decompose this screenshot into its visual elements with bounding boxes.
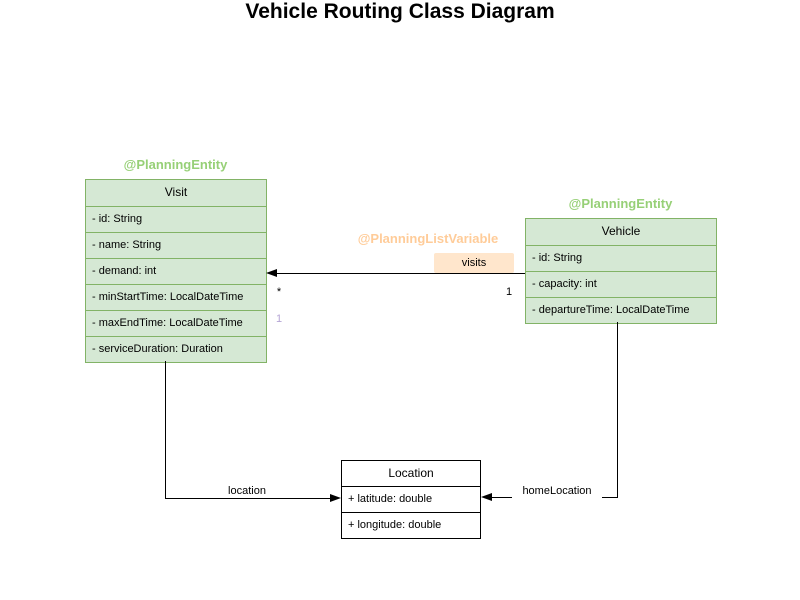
- location-edge-label: location: [207, 484, 287, 498]
- homelocation-edge-arrowhead-icon: [481, 493, 492, 501]
- vehicle-class-box: Vehicle - id: String - capacity: int - d…: [525, 218, 717, 324]
- vehicle-class-name: Vehicle: [601, 224, 641, 238]
- vehicle-attribute: - departureTime: LocalDateTime: [526, 297, 716, 323]
- visit-attribute: - id: String: [86, 206, 266, 232]
- visit-attribute: - serviceDuration: Duration: [86, 336, 266, 362]
- visits-secondary-multiplicity: 1: [275, 313, 283, 325]
- vehicle-annotation: @PlanningEntity: [568, 196, 673, 211]
- location-class-box: Location + latitude: double + longitude:…: [341, 460, 481, 539]
- visits-multiplicity-one: 1: [505, 286, 513, 298]
- visit-class-name: Visit: [164, 185, 188, 199]
- visits-edge-line: [274, 273, 525, 274]
- location-edge-horizontal-line: [165, 498, 333, 499]
- visit-annotation: @PlanningEntity: [123, 157, 228, 172]
- location-attribute: + longitude: double: [342, 512, 480, 538]
- visits-multiplicity-star: *: [276, 286, 282, 298]
- visit-attribute: - maxEndTime: LocalDateTime: [86, 310, 266, 336]
- location-class-name: Location: [388, 466, 434, 480]
- location-attribute: + latitude: double: [342, 486, 480, 512]
- diagram-title: Vehicle Routing Class Diagram: [245, 0, 555, 23]
- location-edge-arrowhead-icon: [330, 494, 341, 502]
- visit-attribute: - name: String: [86, 232, 266, 258]
- homelocation-edge-label: homeLocation: [512, 484, 602, 498]
- visits-edge-arrowhead-icon: [266, 269, 277, 277]
- visit-attribute: - demand: int: [86, 258, 266, 284]
- visit-class-box: Visit - id: String - name: String - dema…: [85, 179, 267, 363]
- vehicle-attribute: - capacity: int: [526, 271, 716, 297]
- homelocation-edge-vertical-line: [617, 322, 618, 497]
- visit-attribute: - minStartTime: LocalDateTime: [86, 284, 266, 310]
- location-edge-vertical-line: [165, 361, 166, 498]
- vehicle-attribute: - id: String: [526, 245, 716, 271]
- visits-edge-annotation: @PlanningListVariable: [357, 231, 499, 246]
- visits-edge-label: visits: [434, 253, 514, 273]
